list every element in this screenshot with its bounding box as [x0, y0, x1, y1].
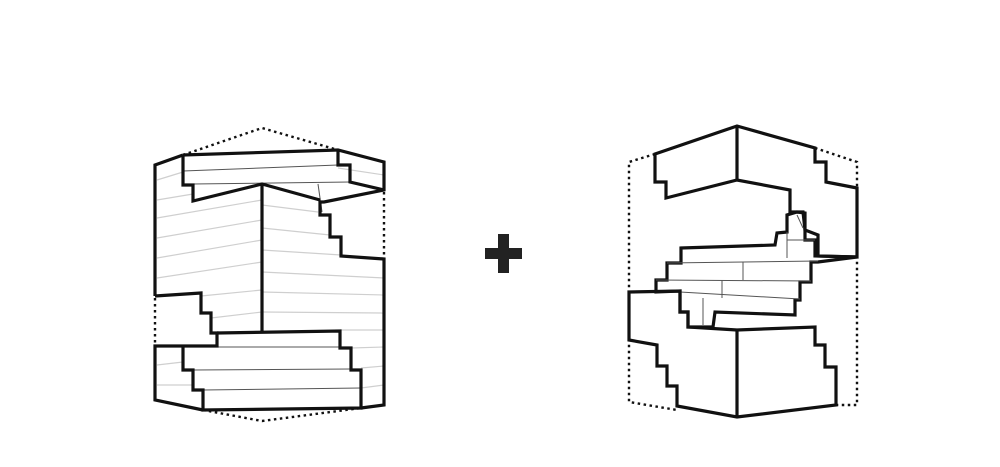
- right-stair-lines: [655, 214, 819, 325]
- right-solid-massing: [627, 124, 859, 419]
- plus-icon: [485, 234, 522, 273]
- right-middle-stair: [654, 210, 858, 329]
- left-bottom-slab: [181, 329, 363, 412]
- left-top-slab-underside: [181, 155, 321, 204]
- left-top-slab-step: [336, 150, 385, 192]
- left-lower-notch: [153, 291, 219, 412]
- left-top-slab: [182, 148, 386, 410]
- left-void-massing: [153, 126, 386, 423]
- right-bottom-block: [627, 289, 838, 419]
- left-hatch-lines: [156, 167, 385, 389]
- left-outer-edge: [153, 153, 184, 296]
- right-top-block: [653, 124, 859, 259]
- left-slab-lines: [182, 164, 362, 391]
- left-bounding-bottom: [202, 406, 362, 423]
- right-bounding-box: [627, 152, 678, 412]
